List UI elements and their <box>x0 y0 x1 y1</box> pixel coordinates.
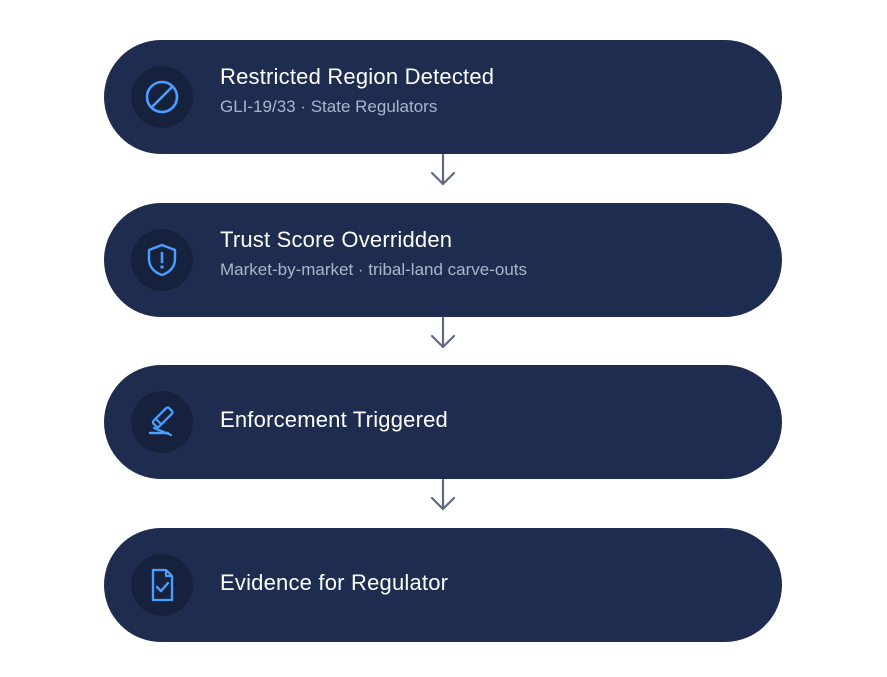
step-icon-circle <box>131 66 193 128</box>
step-title: Trust Score Overridden <box>220 227 453 252</box>
step-icon-circle <box>131 554 193 616</box>
arrow-down-icon <box>428 478 458 512</box>
step-evidence: Evidence for Regulator <box>104 528 782 642</box>
gavel-icon <box>148 406 174 437</box>
step-subtitle: Market-by-market · tribal-land carve-out… <box>220 260 528 279</box>
step-enforcement: Enforcement Triggered <box>104 365 782 479</box>
arrow-down-icon <box>428 316 458 350</box>
document-check-icon <box>151 568 174 602</box>
step-icon-circle <box>131 229 193 291</box>
arrow-down-icon <box>428 153 458 187</box>
step-title: Enforcement Triggered <box>220 407 448 432</box>
step-title: Evidence for Regulator <box>220 570 449 595</box>
step-restricted-region: Restricted Region Detected GLI-19/33 · S… <box>104 40 782 154</box>
step-trust-score: Trust Score Overridden Market-by-market … <box>104 203 782 317</box>
shield-alert-icon <box>147 243 177 277</box>
step-subtitle: GLI-19/33 · State Regulators <box>220 97 438 116</box>
prohibited-icon <box>145 80 179 114</box>
step-icon-circle <box>131 391 193 453</box>
step-title: Restricted Region Detected <box>220 64 495 89</box>
